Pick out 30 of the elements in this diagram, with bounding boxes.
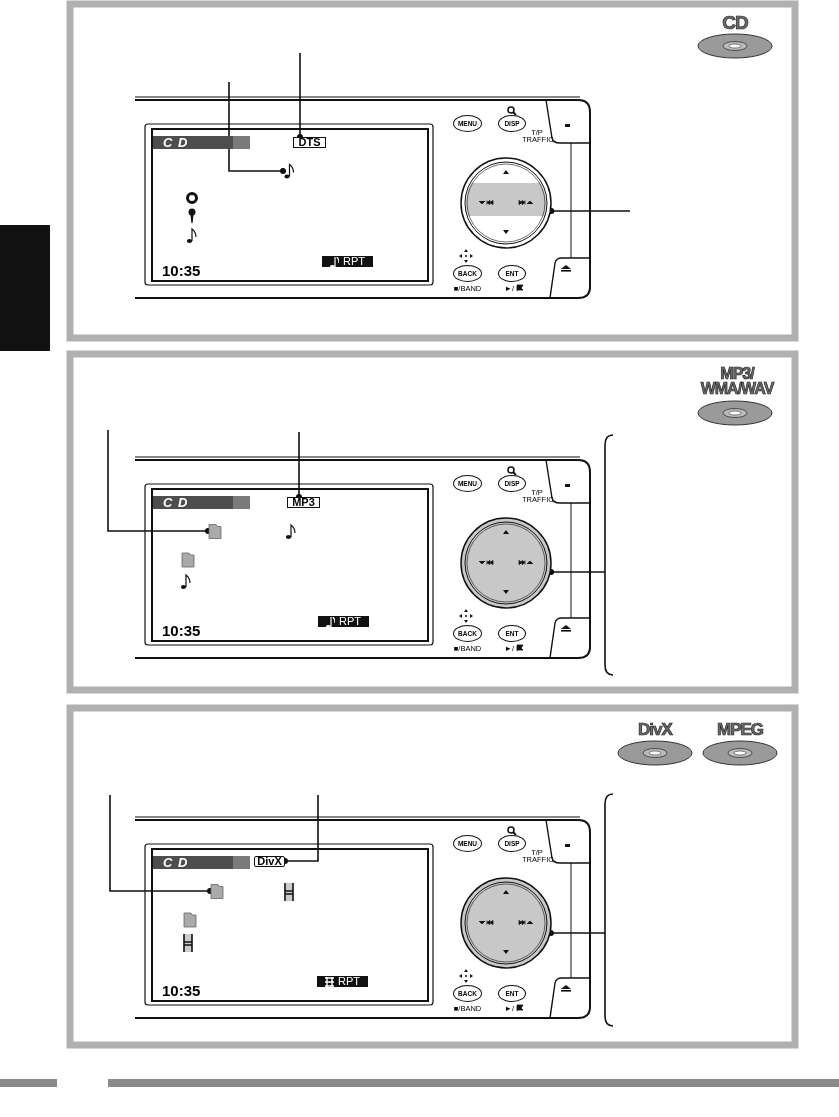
source-label: C D: [162, 136, 189, 149]
disc-format-label: MP3/ WMA/WAV: [699, 366, 775, 396]
repeat-indicator: [322, 256, 373, 267]
clock-display: 10:35: [162, 623, 201, 638]
source-indicator: [153, 496, 250, 509]
repeat-label: RPT: [343, 256, 365, 267]
format-indicator: DTS: [293, 137, 326, 148]
format-indicator: DivX: [254, 856, 285, 867]
repeat-indicator: [318, 616, 369, 627]
disc-format-label: DivX: [637, 721, 674, 738]
control-pad: [460, 157, 552, 249]
source-label: C D: [162, 856, 189, 869]
music-note-icon: [283, 163, 294, 180]
repeat-label: RPT: [338, 976, 360, 987]
control-pad: [460, 877, 552, 969]
source-indicator: [153, 136, 250, 149]
format-indicator: MP3: [287, 497, 320, 508]
folder-icon: [210, 884, 224, 899]
source-indicator: [153, 856, 250, 869]
section-tab: [0, 225, 50, 351]
disc-format-label: CD: [721, 13, 749, 32]
repeat-label: RPT: [339, 616, 361, 627]
leader-line: [228, 81, 287, 175]
folder-icon: [208, 524, 222, 539]
clock-display: 10:35: [162, 263, 201, 278]
source-label: C D: [162, 496, 189, 509]
disc-format-label: MPEG: [715, 721, 765, 738]
repeat-indicator: [317, 976, 368, 987]
control-pad: [460, 517, 552, 609]
clock-display: 10:35: [162, 983, 201, 998]
